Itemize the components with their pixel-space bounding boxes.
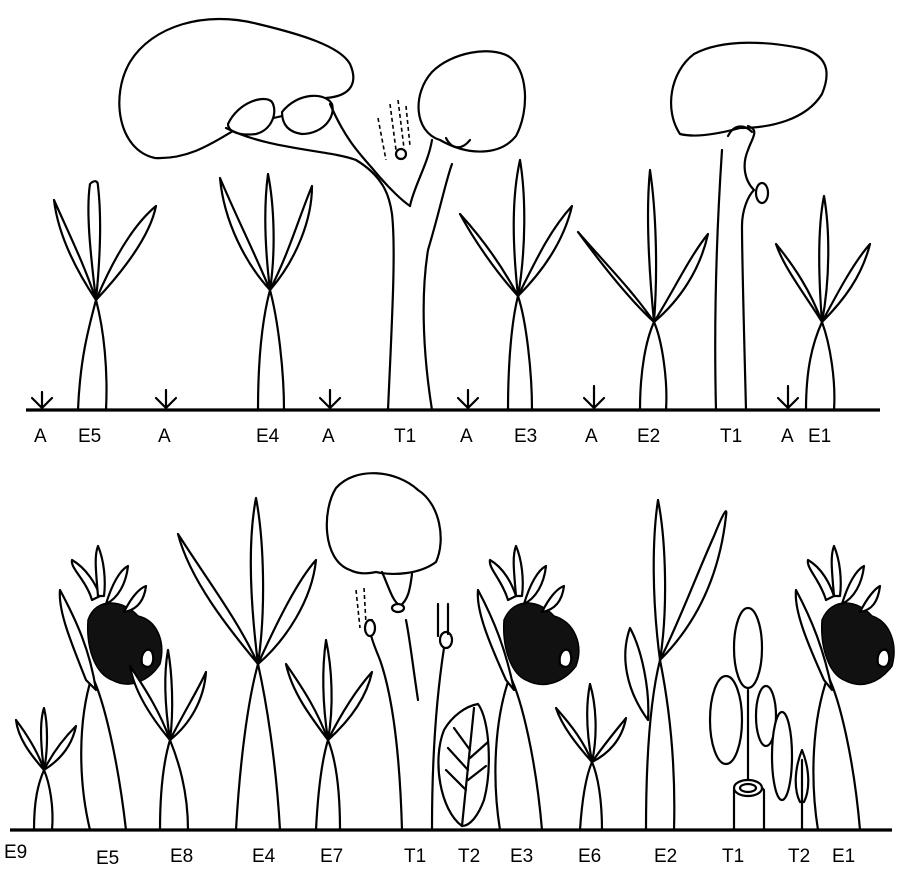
label-T2: T2 [788, 846, 810, 867]
right-tree-crown [671, 43, 827, 136]
sapling-E2 [625, 500, 726, 830]
dashed-lines [390, 104, 396, 150]
dashed-lines [378, 118, 386, 160]
dashed-lines [398, 100, 404, 148]
dashed-lines [406, 106, 410, 146]
tree-crown-T1 [327, 473, 441, 574]
branch-stub [756, 183, 768, 203]
label-A: A [781, 426, 794, 447]
sapling-E3 [478, 546, 579, 830]
seedling-E4 [220, 174, 312, 410]
label-E2: E2 [654, 846, 677, 867]
branch-stub [440, 632, 452, 648]
label-E7: E7 [320, 846, 343, 867]
label-A: A [460, 426, 473, 447]
label-A: A [322, 426, 335, 447]
label-T1: T1 [720, 426, 742, 447]
tree-cluster-T1 [710, 608, 792, 830]
seedling-E1 [776, 196, 870, 410]
sprout-A [32, 392, 52, 408]
label-A: A [158, 426, 171, 447]
dashed-lines [364, 588, 366, 624]
leaf-T2 [438, 704, 488, 826]
right-tree-trunk [715, 126, 754, 410]
sprout-A [458, 390, 478, 408]
bottom-panel: E9 E5 E8 E4 E7 T1 T2 E3 E6 E2 T1 T2 E1 [4, 473, 894, 869]
sapling-E4 [178, 498, 316, 830]
sapling-E1 [796, 546, 894, 830]
crown-stem [382, 572, 412, 606]
label-E5: E5 [96, 848, 119, 869]
label-E3: E3 [514, 426, 537, 447]
tree-crown-right [419, 51, 525, 151]
branch-stub [392, 604, 404, 612]
label-E8: E8 [170, 846, 193, 867]
label-E4: E4 [252, 846, 276, 867]
central-trunk-T1 [424, 164, 452, 410]
leaf-T2-small [796, 750, 809, 830]
top-panel: A E5 A E4 A T1 A E3 A E2 T1 A E1 [26, 19, 880, 447]
seedling-E3 [460, 160, 572, 410]
sapling-E7 [286, 640, 372, 830]
sprout-A [320, 390, 340, 408]
central-trunk-T1 [410, 140, 432, 206]
sapling-E5 [60, 546, 162, 830]
sprout-A [156, 390, 176, 408]
label-E2: E2 [637, 426, 660, 447]
label-T1: T1 [394, 426, 416, 447]
sapling-E6 [556, 684, 626, 830]
label-E5: E5 [78, 426, 101, 447]
label-T2: T2 [458, 846, 480, 867]
dashed-lines [356, 590, 360, 628]
large-tree-crown [119, 19, 353, 158]
sapling-E9 [16, 708, 76, 830]
label-E1: E1 [808, 426, 831, 447]
tree-trunk-T1 [370, 620, 444, 830]
label-A: A [34, 426, 47, 447]
label-E4: E4 [256, 426, 280, 447]
sprout-A [778, 386, 798, 408]
central-trunk-T1 [226, 128, 394, 410]
seedling-E5 [54, 181, 156, 410]
label-T1: T1 [722, 846, 744, 867]
branch-stub [396, 149, 406, 159]
label-A: A [585, 426, 598, 447]
label-E3: E3 [510, 846, 533, 867]
label-T1: T1 [404, 846, 426, 867]
label-E9: E9 [4, 842, 27, 863]
label-E6: E6 [578, 846, 601, 867]
seedling-E2 [578, 170, 708, 410]
branch-stub [365, 620, 375, 636]
label-E1: E1 [832, 846, 855, 867]
sprout-A [584, 386, 604, 408]
